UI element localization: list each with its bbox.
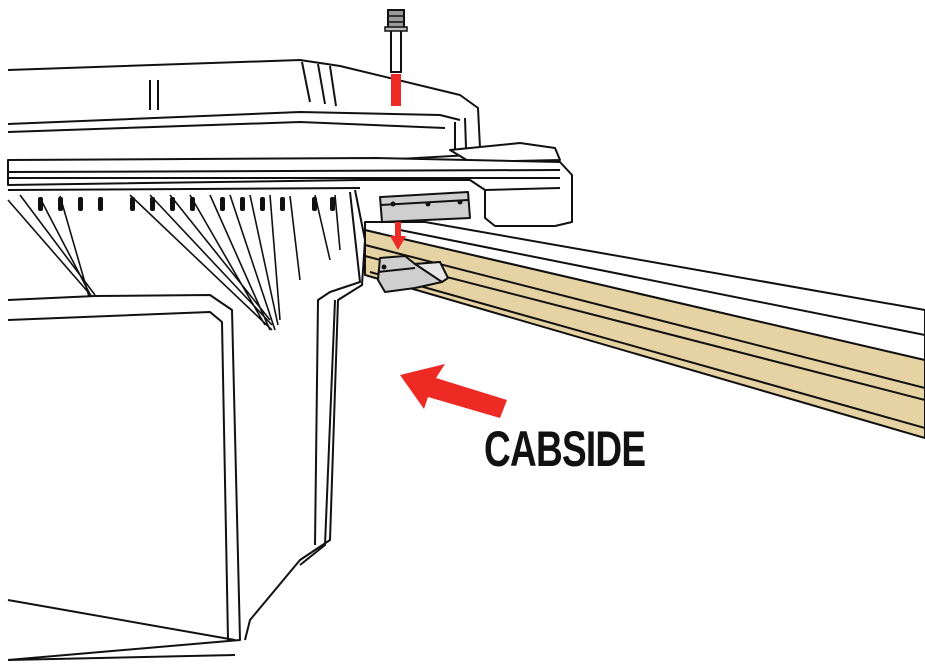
tub-flange bbox=[7, 157, 573, 227]
cabside-label: CABSIDE bbox=[484, 421, 646, 477]
bolt-icon bbox=[384, 9, 408, 106]
rail-clip bbox=[377, 255, 449, 293]
tub-rim bbox=[7, 59, 561, 163]
tub-ribs bbox=[7, 194, 341, 331]
upper-bracket bbox=[379, 191, 471, 223]
tub-body bbox=[7, 189, 366, 661]
drop-arrow-icon bbox=[390, 222, 406, 250]
cabside-rail bbox=[364, 221, 925, 439]
direction-arrow-icon bbox=[400, 364, 507, 418]
